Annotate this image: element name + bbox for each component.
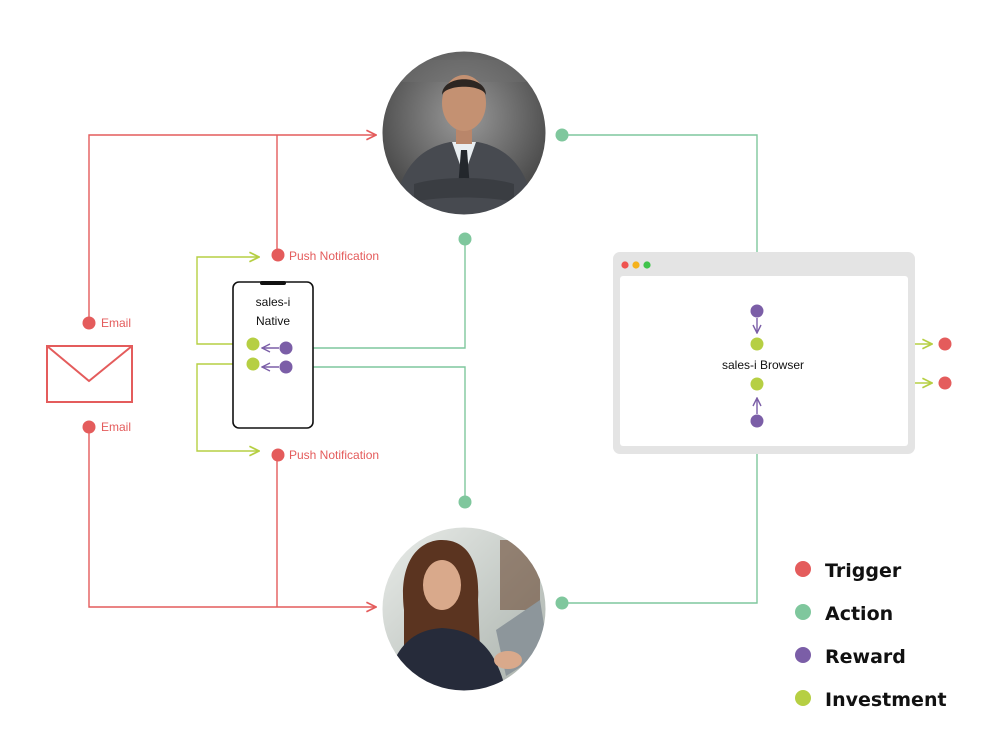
- email-label-top: Email: [101, 316, 131, 330]
- browser-top-trigger-dot: [938, 337, 952, 351]
- email-to-top-person-line: [88, 135, 376, 323]
- bottom-person-to-browser-line: [562, 433, 757, 604]
- bottom-action-to-phone-line: [296, 367, 466, 502]
- legend-trigger-swatch: [795, 561, 811, 577]
- top-person-action-dot-below: [458, 232, 472, 246]
- phone-reward-dot-top: [279, 341, 293, 355]
- phone-icon: [232, 281, 314, 429]
- phone-to-push-top-line: [196, 257, 259, 345]
- node-dots: [82, 128, 952, 610]
- legend-trigger-label: Trigger: [825, 560, 902, 582]
- push-notification-label-bottom: Push Notification: [289, 448, 379, 462]
- email-label-bottom: Email: [101, 420, 131, 434]
- legend-reward-label: Reward: [825, 646, 906, 668]
- browser-investment-dot-bottom: [750, 377, 764, 391]
- legend-reward-swatch: [795, 647, 811, 663]
- browser-label: sales-i Browser: [722, 358, 804, 372]
- action-connectors: [296, 134, 757, 604]
- traffic-light-red: [621, 261, 629, 269]
- email-to-bottom-person-line: [88, 427, 376, 607]
- browser-window-icon: [613, 252, 915, 454]
- push-bottom-trigger-dot: [271, 448, 285, 462]
- envelope-icon: [46, 345, 133, 403]
- bottom-person-action-dot-above: [458, 495, 472, 509]
- browser-bottom-trigger-dot: [938, 376, 952, 390]
- traffic-light-green: [643, 261, 651, 269]
- traffic-light-yellow: [632, 261, 640, 269]
- email-bottom-trigger-dot: [82, 420, 96, 434]
- email-top-trigger-dot: [82, 316, 96, 330]
- phone-reward-dot-bottom: [279, 360, 293, 374]
- top-action-to-phone-line: [296, 239, 466, 348]
- legend: Trigger Action Reward Investment: [795, 560, 947, 711]
- phone-label-line2: Native: [256, 314, 290, 328]
- browser-reward-dot-top: [750, 304, 764, 318]
- legend-investment-swatch: [795, 690, 811, 706]
- top-person-action-dot-right: [555, 128, 569, 142]
- bottom-person-action-dot-right: [555, 596, 569, 610]
- phone-label-line1: sales-i: [256, 295, 291, 309]
- push-top-trigger-dot: [271, 248, 285, 262]
- phone-to-push-bottom-line: [196, 363, 259, 451]
- browser-reward-dot-bottom: [750, 414, 764, 428]
- phone-investment-dot-bottom: [246, 357, 260, 371]
- top-person-to-browser-line: [562, 134, 757, 300]
- browser-investment-dot-top: [750, 337, 764, 351]
- phone-investment-dot-top: [246, 337, 260, 351]
- legend-investment-label: Investment: [825, 689, 947, 711]
- trigger-connectors: [88, 135, 376, 607]
- push-notification-label-top: Push Notification: [289, 249, 379, 263]
- bottom-person-avatar: [382, 527, 546, 691]
- legend-action-label: Action: [825, 603, 893, 625]
- legend-action-swatch: [795, 604, 811, 620]
- top-person-avatar: [382, 51, 546, 215]
